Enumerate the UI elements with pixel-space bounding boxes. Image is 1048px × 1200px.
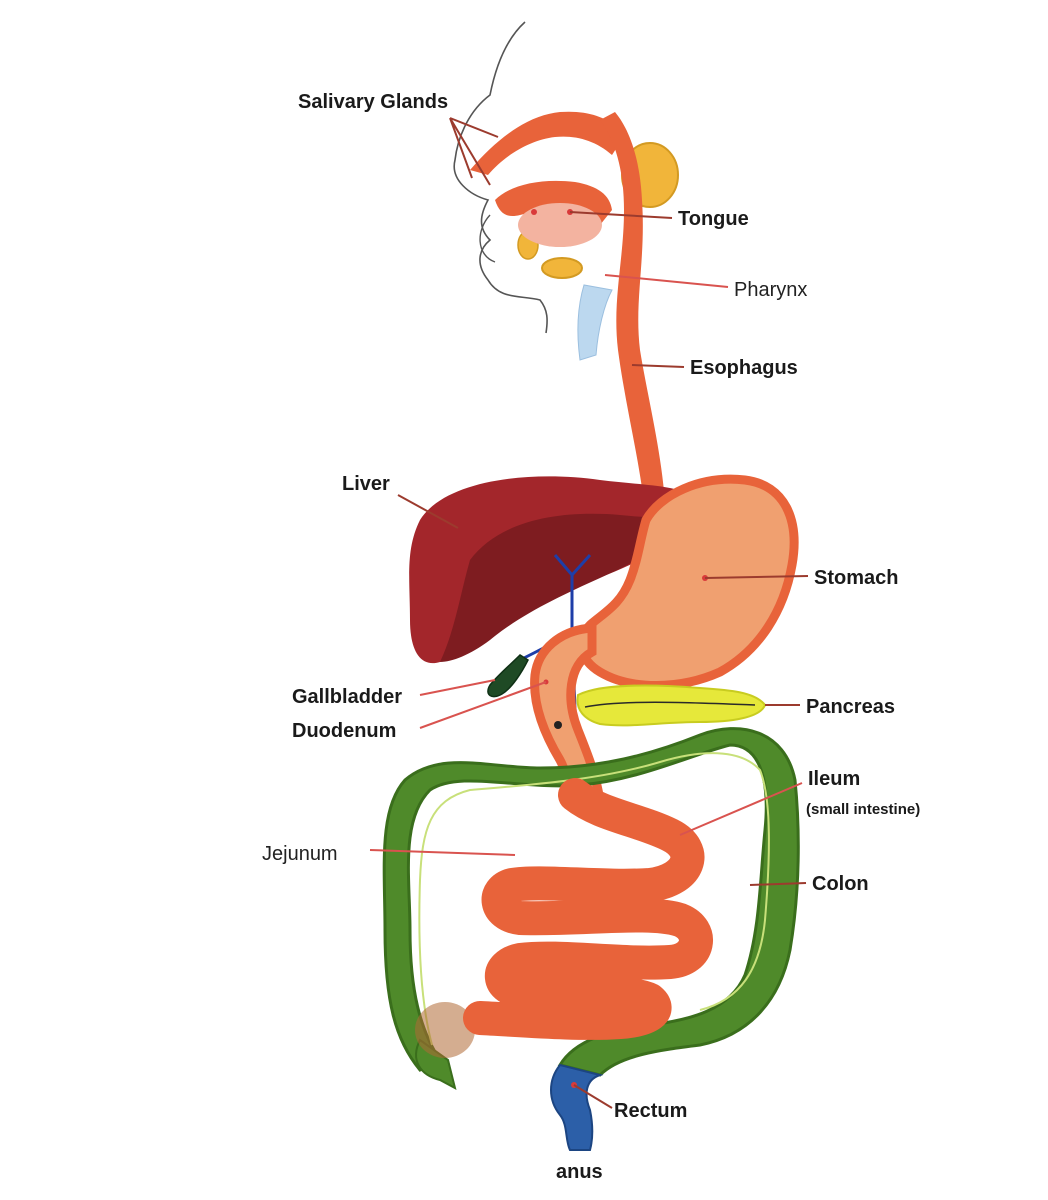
pancreas <box>576 684 767 727</box>
leader-colon <box>749 882 807 886</box>
label-stomach: Stomach <box>814 567 898 589</box>
label-ileum: Ileum <box>808 768 860 790</box>
label-rectum: Rectum <box>614 1100 687 1122</box>
small-intestine <box>463 778 713 1040</box>
liver-shadow <box>440 505 688 662</box>
label-anus: anus <box>556 1161 603 1183</box>
label-liver: Liver <box>342 473 390 495</box>
label-esophagus: Esophagus <box>690 357 798 379</box>
label-duodenum: Duodenum <box>292 720 396 742</box>
face-outline <box>453 21 548 334</box>
leader-stomach <box>704 575 809 579</box>
label-colon: Colon <box>812 873 869 895</box>
trachea <box>577 284 613 361</box>
esophagus <box>600 112 666 520</box>
label-salivary-glands: Salivary Glands <box>298 91 448 113</box>
rectum <box>550 1063 604 1151</box>
nasal-cavity <box>470 111 625 175</box>
chin-outline <box>479 214 496 263</box>
label-gallbladder: Gallbladder <box>292 686 402 708</box>
leader-gallbladder <box>419 679 496 696</box>
sublingual-gland <box>541 257 583 279</box>
label-jejunum: Jejunum <box>262 843 338 865</box>
cecum <box>415 1038 457 1090</box>
label-pancreas: Pancreas <box>806 696 895 718</box>
leader-tongue <box>569 211 673 219</box>
leader-liver <box>397 494 459 529</box>
leader-salivary <box>449 117 499 186</box>
leader-ileum <box>679 782 803 836</box>
ileocecal-junction <box>415 1002 475 1058</box>
colon-stripe <box>418 752 770 1046</box>
leader-jejunum <box>369 849 516 856</box>
tongue-shape <box>518 203 602 247</box>
label-ileum-sub: (small intestine) <box>806 801 920 818</box>
pancreatic-duct <box>584 701 756 708</box>
stomach <box>576 474 799 690</box>
label-tongue: Tongue <box>678 208 749 230</box>
duodenum-dot <box>554 721 562 729</box>
leader-rectum <box>573 1084 613 1109</box>
gallbladder <box>487 654 529 698</box>
leader-esophagus <box>631 364 685 368</box>
label-pharynx: Pharynx <box>734 279 807 301</box>
leader-duodenum <box>419 681 547 729</box>
gland-dot <box>531 209 537 215</box>
leader-pharynx <box>604 274 729 288</box>
